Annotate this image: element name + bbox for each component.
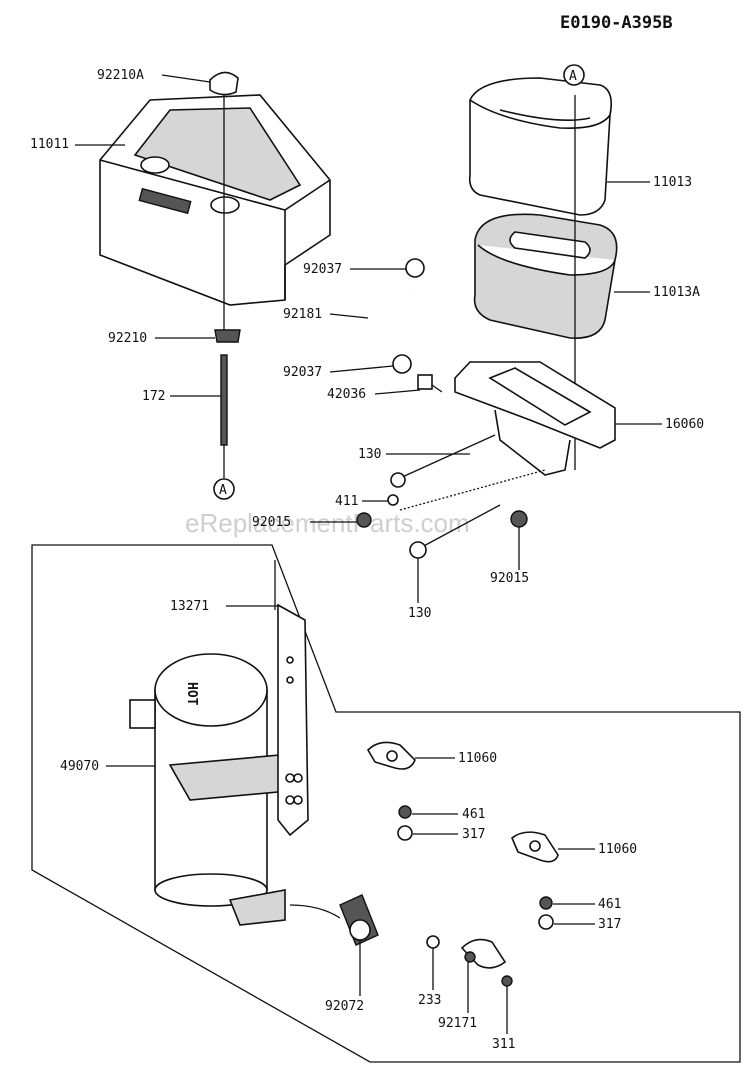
part-label-317-lower: 317 <box>598 917 621 932</box>
part-label-13271: 13271 <box>170 599 209 614</box>
nut-317-lower <box>538 914 554 930</box>
pre-cleaner-11013 <box>468 77 613 216</box>
watermark: eReplacementParts.com <box>185 508 470 538</box>
air-cleaner-base-16060 <box>454 361 616 476</box>
nut-92015-right <box>510 510 528 528</box>
part-label-11013A: 11013A <box>653 285 700 300</box>
part-label-92210: 92210 <box>108 331 147 346</box>
part-label-130-upper: 130 <box>358 447 381 462</box>
nut-461-lower <box>539 896 553 910</box>
bolt-130-upper <box>390 434 496 488</box>
part-label-11060-upper: 11060 <box>458 751 497 766</box>
bolt-233 <box>426 935 440 949</box>
part-label-311: 311 <box>492 1037 515 1052</box>
clamp-92037-bottom <box>392 354 412 374</box>
nut-311 <box>501 975 513 987</box>
part-label-233: 233 <box>418 993 441 1008</box>
air-filter-element-11013A <box>473 213 618 339</box>
muffler-49070: HOT <box>129 653 302 926</box>
stud-172 <box>220 354 228 446</box>
diagram-code: E0190-A395B <box>560 13 673 33</box>
part-label-11013: 11013 <box>653 175 692 190</box>
nut-317-upper <box>397 825 413 841</box>
part-label-92037-bottom: 92037 <box>283 365 322 380</box>
breather-hose-92181 <box>358 289 415 369</box>
part-label-11060-lower: 11060 <box>598 842 637 857</box>
clamp-92037-top <box>405 258 425 278</box>
gasket-11060-lower <box>511 831 559 863</box>
callout-a-bottom: A <box>213 478 235 500</box>
callout-a-bottom-label: A <box>219 483 227 498</box>
part-label-42036: 42036 <box>327 387 366 402</box>
part-label-411: 411 <box>335 494 358 509</box>
hot-stamp: HOT <box>184 682 199 706</box>
part-label-92072: 92072 <box>325 999 364 1014</box>
part-label-461-lower: 461 <box>598 897 621 912</box>
part-label-92037-top: 92037 <box>303 262 342 277</box>
nut-92015-left <box>356 512 372 528</box>
knob-92210A <box>209 71 239 96</box>
part-label-49070: 49070 <box>60 759 99 774</box>
gasket-11060-upper <box>366 741 416 770</box>
part-label-317-upper: 317 <box>462 827 485 842</box>
callout-a-top-label: A <box>569 69 577 84</box>
muffler-guard-13271 <box>274 560 309 837</box>
part-label-92210A: 92210A <box>97 68 144 83</box>
clamp-92171 <box>460 938 507 969</box>
part-label-172: 172 <box>142 389 165 404</box>
callout-a-top: A <box>563 64 585 86</box>
part-label-16060: 16060 <box>665 417 704 432</box>
part-label-92171: 92171 <box>438 1016 477 1031</box>
part-label-130-lower: 130 <box>408 606 431 621</box>
bolt-42036 <box>417 374 443 393</box>
part-label-92015-left: 92015 <box>252 515 291 530</box>
part-label-461-upper: 461 <box>462 807 485 822</box>
exhaust-section-border <box>31 544 741 1063</box>
nut-92210 <box>214 329 241 343</box>
air-cleaner-cover-11011 <box>99 94 331 306</box>
clamp-92072 <box>339 894 379 946</box>
washer-411 <box>387 494 399 506</box>
nut-461-upper <box>398 805 412 819</box>
part-label-92181: 92181 <box>283 307 322 322</box>
part-label-11011: 11011 <box>30 137 69 152</box>
part-label-92015-right: 92015 <box>490 571 529 586</box>
